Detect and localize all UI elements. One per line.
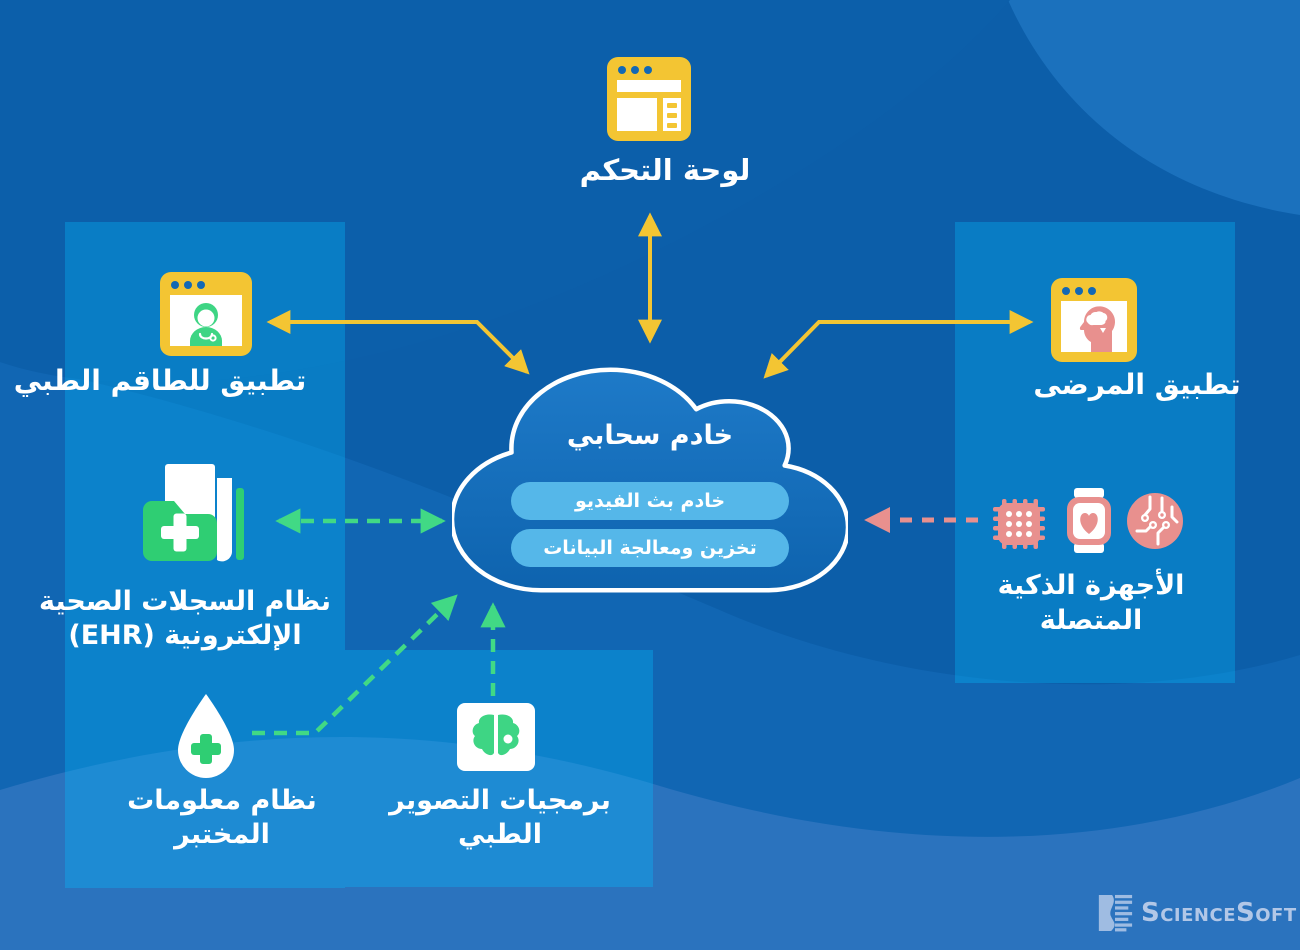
medical-staff-app-icon — [160, 272, 252, 356]
ehr-label-line1: نظام السجلات الصحية — [39, 586, 331, 617]
lab-label-line1: نظام معلومات — [127, 785, 317, 816]
imaging-label-line2: الطبي — [457, 819, 543, 850]
lab-label: نظام معلومات المختبر — [72, 784, 372, 852]
ehr-label: نظام السجلات الصحية الإلكترونية (EHR) — [35, 585, 335, 653]
imaging-label-line1: برمجيات التصوير — [389, 785, 611, 816]
patient-app-icon — [1051, 278, 1137, 362]
dashboard-label: لوحة التحكم — [579, 153, 751, 187]
lab-label-line2: المختبر — [174, 819, 270, 850]
chip-icon — [993, 499, 1045, 549]
medical-staff-app-label: تطبيق للطاقم الطبي — [13, 364, 307, 397]
circuit-icon — [1127, 493, 1183, 549]
patient-app-label: تطبيق المرضى — [1033, 368, 1241, 401]
devices-label: الأجهزة الذكية المتصلة — [941, 568, 1241, 638]
medical-imaging-icon — [457, 703, 535, 771]
pill-video-streaming-server: خادم بث الفيديو — [511, 482, 789, 520]
sciencesoft-logo-text: ScienceSoft — [1141, 898, 1297, 928]
sciencesoft-logo: ScienceSoft — [1096, 893, 1297, 933]
ehr-label-line2: الإلكترونية (EHR) — [68, 620, 302, 651]
dashboard-icon — [607, 57, 691, 141]
devices-label-line2: المتصلة — [1039, 605, 1143, 636]
ehr-folder-icon — [143, 464, 244, 562]
cloud-server-title: خادم سحابي — [566, 420, 734, 451]
imaging-label: برمجيات التصوير الطبي — [350, 784, 650, 852]
devices-label-line1: الأجهزة الذكية — [997, 570, 1185, 601]
pill-data-storage-processing: تخزين ومعالجة البيانات — [511, 529, 789, 567]
arrow-cloud-staff-app — [266, 310, 530, 375]
smartwatch-heart-icon — [1067, 488, 1111, 553]
lab-drop-icon — [178, 694, 234, 778]
sciencesoft-mark-icon — [1098, 894, 1133, 932]
arrow-cloud-patient-app — [763, 310, 1034, 379]
